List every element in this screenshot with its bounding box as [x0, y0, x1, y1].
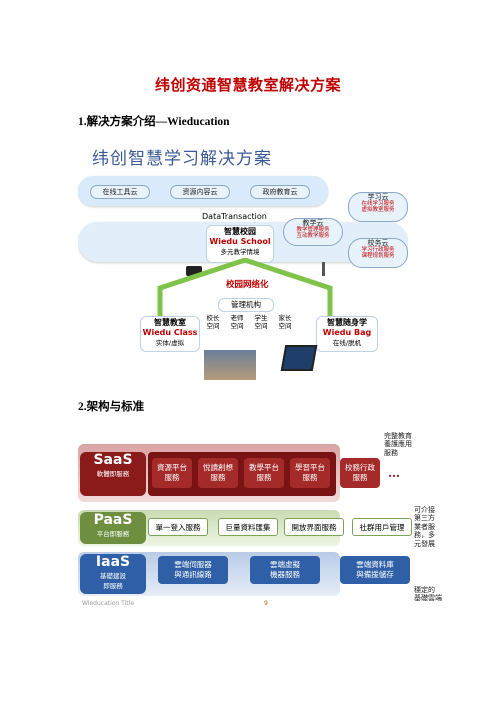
smart-bag-name: Wiedu Bag	[322, 328, 372, 337]
iaas-box-database: 雲端資料庫 與備援儲存	[340, 556, 410, 584]
space-teacher: 老师 空间	[230, 314, 244, 330]
paas-sub: 平台即服務	[96, 530, 130, 538]
saas-box-admin: 校務行政 服務	[340, 458, 380, 488]
campus-network-label: 校园网络化	[226, 280, 269, 290]
space-principal: 校长 空间	[206, 314, 220, 330]
teaching-cloud-line2: 互动教学服务	[296, 233, 330, 240]
architecture-diagram: SaaS 軟體即服務 資源平台 服務 悅讀創想 服務 教學平台 服務 學習平台 …	[78, 426, 442, 611]
smart-class-card: 智慧教室 Wiedu Class 实体/虚拟	[140, 316, 200, 352]
admin-cloud: 校务云 学习行政服务 课程规划服务	[348, 238, 408, 268]
admin-cloud-line2: 课程规划服务	[361, 253, 395, 260]
management-box: 管理机构	[218, 298, 274, 312]
iaas-side-note: 穩定的 基礎雲端	[414, 586, 442, 603]
saas-label: SaaS 軟體即服務	[80, 452, 146, 496]
paas-label: PaaS 平台即服務	[80, 512, 146, 544]
smart-class-sub: 实体/虚拟	[155, 339, 185, 347]
paas-box-community: 社群用戶管理	[352, 518, 412, 536]
iaas-box-servers: 雲端伺服器 與通訊線路	[158, 556, 228, 584]
saas-box-teaching: 教學平台 服務	[244, 458, 284, 488]
teaching-cloud-title: 教学云	[302, 219, 324, 227]
router-icon	[186, 266, 202, 276]
learning-cloud-title: 学习云	[367, 193, 389, 201]
space-parent: 家长 空间	[278, 314, 292, 330]
saas-more: …	[388, 466, 400, 480]
saas-box-reading: 悅讀創想 服務	[198, 458, 238, 488]
paas-side-note: 可介接 第三方 業者服 務，多 元發展	[414, 506, 435, 548]
admin-cloud-title: 校务云	[367, 239, 389, 247]
cloud-resource-content: 资源内容云	[170, 185, 230, 199]
slide-footer-text: Wieducation Title	[82, 600, 135, 607]
admin-cloud-line1: 学习行政服务	[361, 247, 395, 254]
iaas-sub: 基礎建設 即服務	[100, 572, 126, 590]
document-title: 纬创资通智慧教室解决方案	[154, 76, 341, 94]
smart-bag-title: 智慧随身学	[327, 318, 367, 327]
cloud-online-tools: 在线工具云	[90, 185, 150, 199]
paas-box-openapi: 開放界面服務	[284, 518, 344, 536]
saas-side-note: 完整教育 養護應用 服務	[384, 432, 412, 457]
paas-box-sso: 單一登入服務	[148, 518, 208, 536]
saas-box-learning: 學習平台 服務	[290, 458, 330, 488]
saas-sub: 軟體即服務	[96, 470, 130, 478]
space-student: 学生 空间	[254, 314, 268, 330]
saas-box-resource: 資源平台 服務	[152, 458, 192, 488]
smart-bag-sub: 在线/脱机	[332, 339, 362, 347]
diagram-title: 纬创智慧学习解决方案	[92, 149, 272, 169]
learning-cloud-line1: 在线学习服务	[361, 201, 395, 208]
iaas-box-vm: 雲端虛擬 機器服務	[250, 556, 320, 584]
section-heading-intro: 1.解决方案介绍—Wieducation	[78, 116, 230, 128]
solution-diagram: 纬创智慧学习解决方案 在线工具云 资源内容云 政府教育云 DataTransac…	[78, 140, 408, 380]
saas-name: SaaS	[93, 452, 133, 468]
paas-box-bigdata: 巨量資料匯集	[218, 518, 278, 536]
iaas-name: IaaS	[95, 554, 131, 570]
learning-cloud-line2: 虚拟教室服务	[361, 207, 395, 214]
smart-campus-sub: 多元教学情境	[220, 248, 260, 256]
data-transaction-label: DataTransaction	[202, 212, 267, 221]
smart-campus-title: 智慧校园	[224, 227, 256, 236]
iaas-label: IaaS 基礎建設 即服務	[80, 554, 146, 594]
slide-page-number: 9	[264, 600, 268, 607]
antenna-icon	[322, 262, 325, 276]
paas-name: PaaS	[93, 512, 133, 528]
campus-house-outline	[157, 258, 333, 318]
smart-bag-card: 智慧随身学 Wiedu Bag 在线/脱机	[316, 316, 378, 352]
smart-class-name: Wiedu Class	[142, 328, 198, 337]
classroom-photo	[204, 350, 256, 380]
smart-class-title: 智慧教室	[154, 318, 186, 327]
teaching-cloud-line1: 教学管理服务	[296, 227, 330, 234]
section-heading-architecture: 2.架构与标准	[78, 401, 145, 413]
smart-campus-name: Wiedu School	[209, 237, 271, 246]
learning-cloud: 学习云 在线学习服务 虚拟教室服务	[348, 192, 408, 222]
cloud-government: 政府教育云	[250, 185, 310, 199]
teaching-cloud: 教学云 教学管理服务 互动教学服务	[283, 218, 343, 246]
tablet-icon	[280, 345, 318, 371]
